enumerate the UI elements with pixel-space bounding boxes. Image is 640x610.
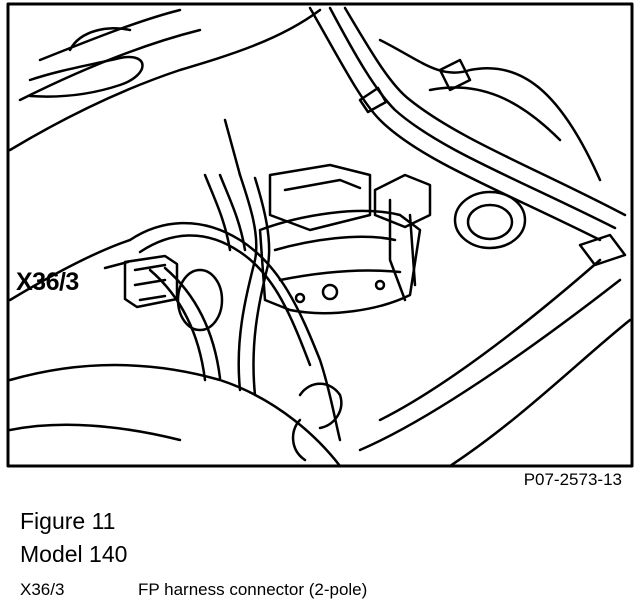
reference-number: P07-2573-13 [523,470,622,489]
legend-row: X36/3 FP harness connector (2-pole) [20,580,367,600]
engine-compartment-illustration [6,2,634,468]
legend-description: FP harness connector (2-pole) [138,580,368,599]
model-caption: Model 140 [20,541,128,567]
figure-caption: Figure 11 [20,508,116,534]
legend-code: X36/3 [20,580,65,599]
callout-label-x36-3: X36/3 [16,268,79,296]
